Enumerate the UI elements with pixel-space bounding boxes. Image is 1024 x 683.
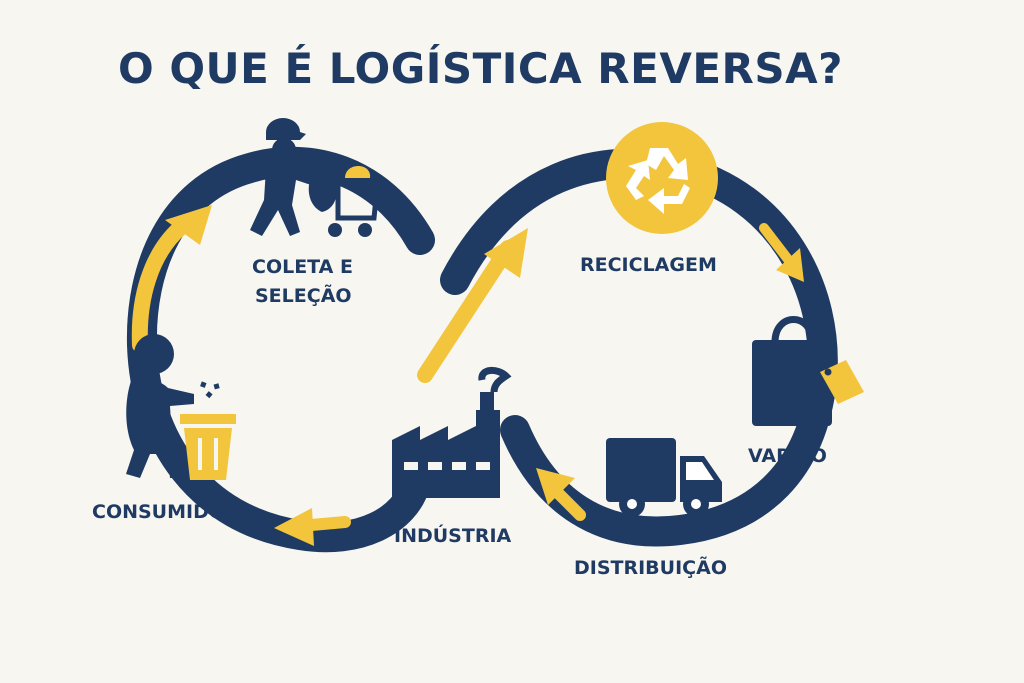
truck-icon (606, 438, 722, 517)
label-coleta-line2: SELEÇÃO (255, 283, 352, 307)
worker-cart-icon (250, 118, 381, 237)
arrow-distribuicao-to-industria (536, 468, 586, 521)
person-trash-icon (126, 334, 236, 480)
label-reciclagem: RECICLAGEM (580, 254, 717, 276)
arrow-consumidor-to-coleta (131, 205, 212, 353)
page-title: O QUE É LOGÍSTICA REVERSA? (118, 44, 843, 93)
label-varejo: VAREJO (748, 445, 827, 467)
label-distribuicao: DISTRIBUIÇÃO (574, 555, 727, 579)
arrow-reciclagem-to-varejo (759, 223, 804, 282)
center-arrow (417, 228, 528, 383)
factory-icon (392, 367, 512, 498)
label-industria: INDÚSTRIA (394, 523, 512, 547)
arrow-industria-to-consumidor (274, 508, 351, 546)
label-coleta-line1: COLETA E (252, 256, 353, 278)
label-consumidor: CONSUMIDOR (92, 501, 240, 523)
recycle-icon (606, 122, 718, 234)
shopping-bag-icon (752, 316, 864, 426)
